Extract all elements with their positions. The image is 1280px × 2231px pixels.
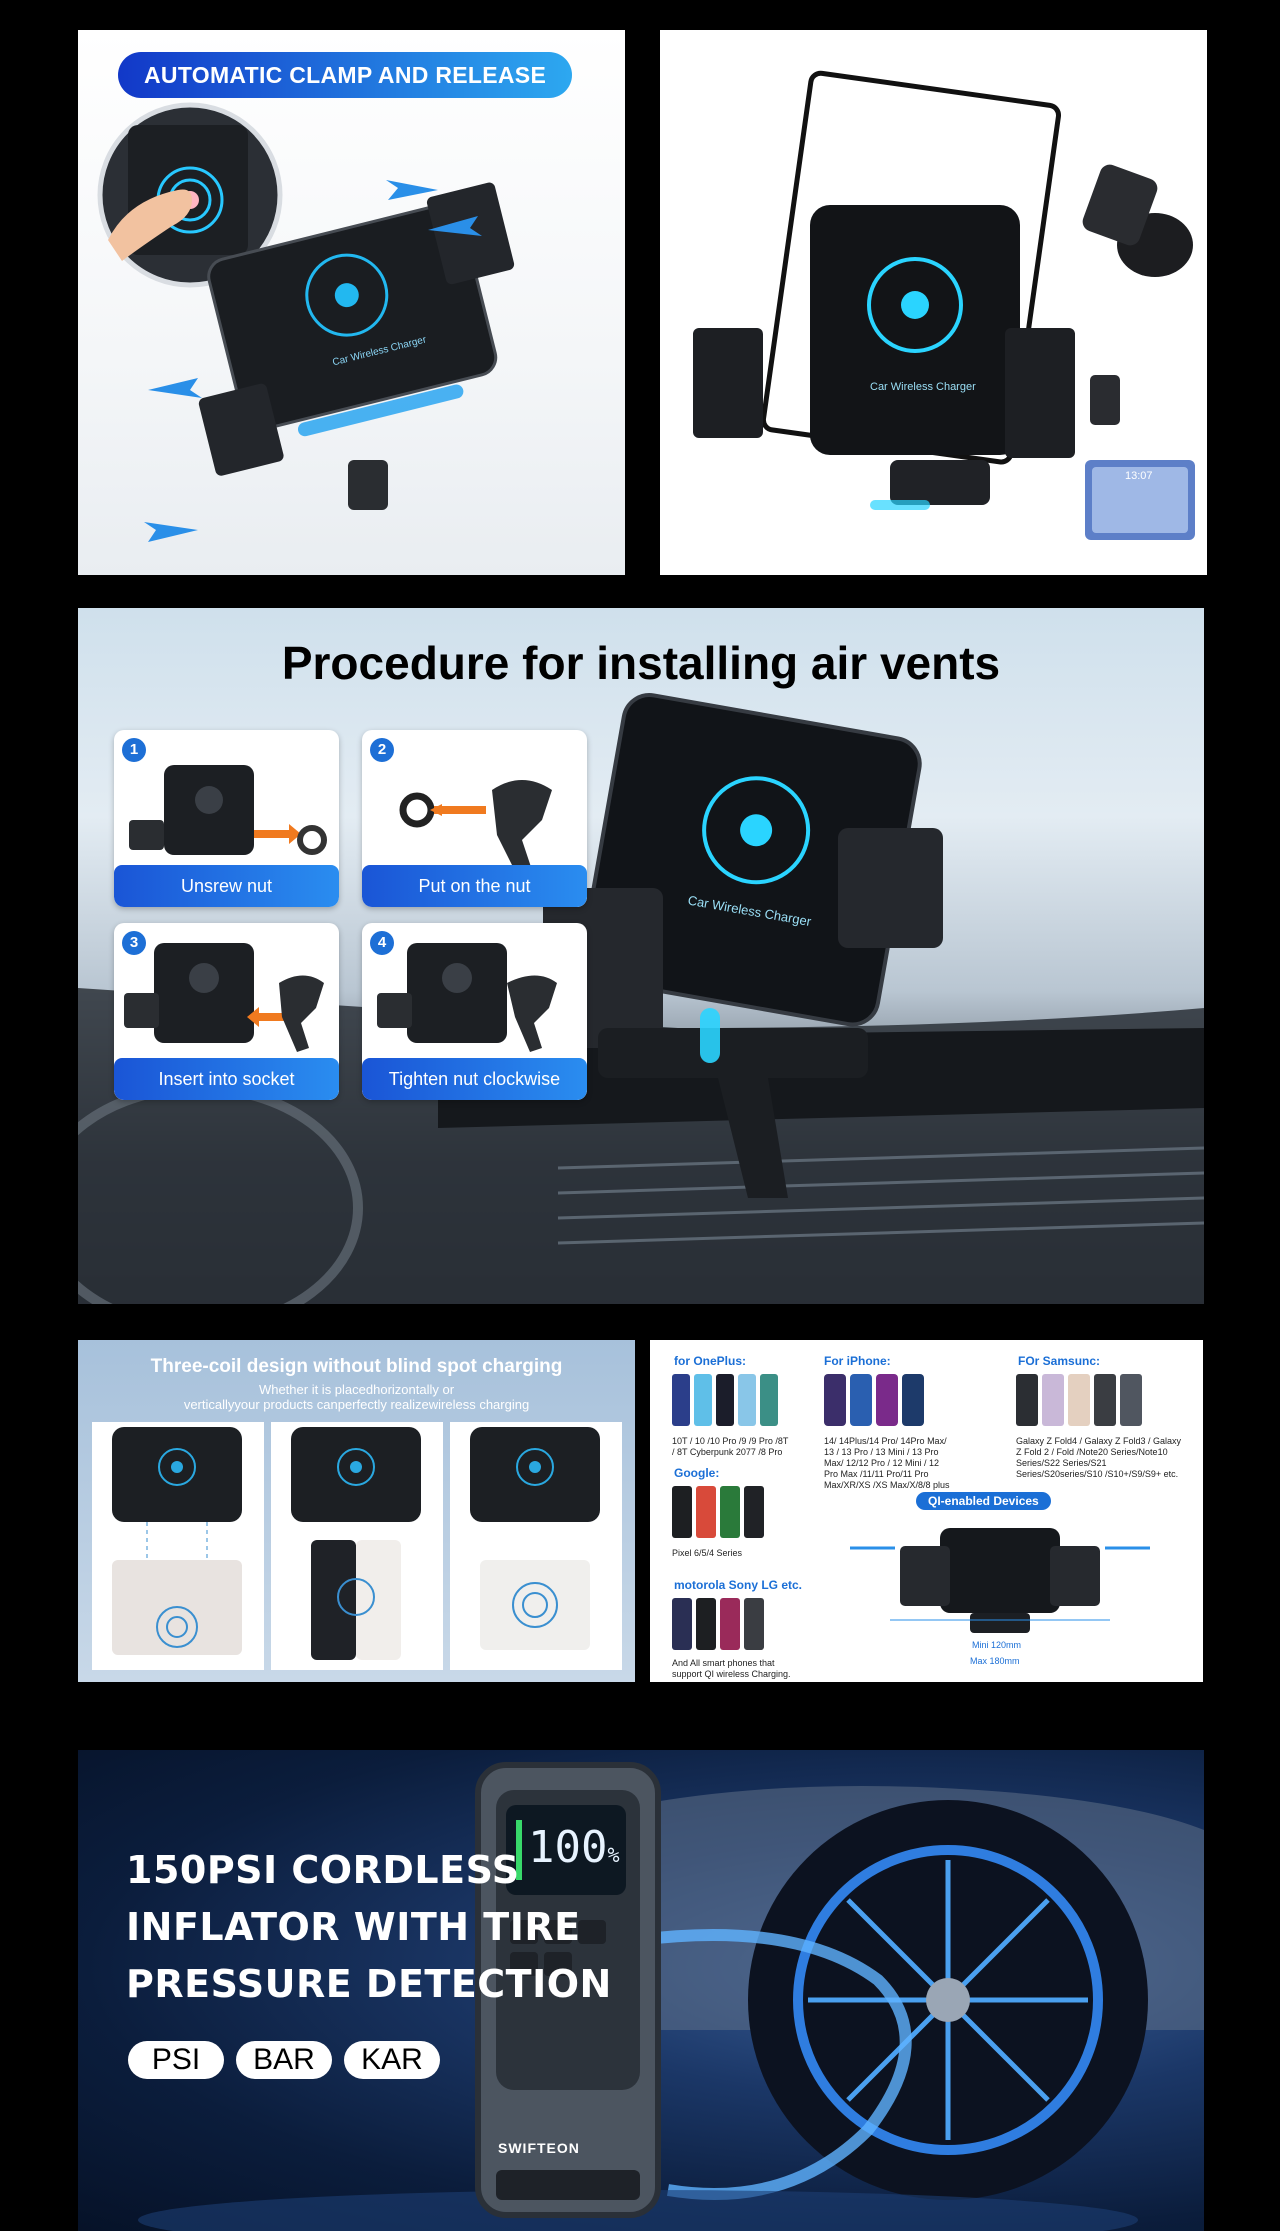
unit-kar: KAR bbox=[344, 2041, 440, 2079]
step-label-1: Unsrew nut bbox=[114, 865, 339, 907]
oneplus-models: 10T / 10 /10 Pro /9 /9 Pro /8T / 8T Cybe… bbox=[672, 1436, 789, 1457]
iphone-models: 14/ 14Plus/14 Pro/ 14Pro Max/ 13 / 13 Pr… bbox=[824, 1436, 950, 1490]
step-label-2: Put on the nut bbox=[362, 865, 587, 907]
other-phones-note: And All smart phones that support QI wir… bbox=[672, 1658, 791, 1680]
step-number-2: 2 bbox=[370, 738, 394, 762]
coil-card-2 bbox=[271, 1422, 443, 1670]
inflator-brand: SWIFTEON bbox=[498, 2140, 580, 2156]
air-vent-install-panel: Car Wireless Charger Procedure for insta… bbox=[78, 608, 1204, 1304]
three-coil-panel: Three-coil design without blind spot cha… bbox=[78, 1340, 635, 1682]
coil-phone-vertical bbox=[291, 1427, 421, 1660]
google-heading: Google: bbox=[674, 1466, 720, 1480]
samsung-models: Galaxy Z Fold4 / Galaxy Z Fold3 / Galaxy… bbox=[1016, 1436, 1182, 1479]
coil-phone-open bbox=[470, 1427, 600, 1650]
dashboard-background: Car Wireless Charger bbox=[78, 693, 1204, 1304]
step-label-3: Insert into socket bbox=[114, 1058, 339, 1100]
oneplus-phones-image bbox=[672, 1374, 778, 1426]
other-phones-image bbox=[672, 1598, 764, 1650]
google-phones-image bbox=[672, 1486, 764, 1538]
insert-socket-icon bbox=[124, 943, 324, 1052]
coil-phone-horizontal bbox=[112, 1427, 242, 1655]
unscrew-nut-icon bbox=[129, 765, 327, 855]
put-nut-icon bbox=[399, 780, 552, 870]
step-label-4: Tighten nut clockwise bbox=[362, 1058, 587, 1100]
unit-psi: PSI bbox=[128, 2041, 224, 2079]
three-coil-title: Three-coil design without blind spot cha… bbox=[150, 1356, 563, 1377]
compatible-devices-panel: for OnePlus: 10T / 10 /10 Pro /9 /9 Pro … bbox=[650, 1340, 1203, 1682]
mini-size: Mini 120mm bbox=[972, 1640, 1022, 1650]
coil-card-3 bbox=[450, 1422, 622, 1670]
clamp-release-panel: AUTOMATIC CLAMP AND RELEASE Car Wireless… bbox=[78, 30, 625, 575]
three-coil-subtitle: Whether it is placedhorizontally or vert… bbox=[78, 1382, 635, 1412]
inflator-panel: 100% SWIFTEON 150PSI CORDLESS INFLATOR W… bbox=[78, 1750, 1204, 2231]
step-card-3: 3 Insert into socket bbox=[114, 923, 339, 1100]
step-card-1: 1 Unsrew nut bbox=[114, 730, 339, 907]
fold-phone-panel: Car Wireless Charger 13:07 bbox=[660, 30, 1207, 575]
samsung-phones-image bbox=[1016, 1374, 1142, 1426]
oneplus-heading: for OnePlus: bbox=[674, 1354, 747, 1368]
mount-illustration: Car Wireless Charger bbox=[693, 70, 1195, 540]
inflator-headline: 150PSI CORDLESS INFLATOR WITH TIRE PRESS… bbox=[126, 1842, 612, 2013]
motorola-heading: motorola Sony LG etc. bbox=[674, 1578, 803, 1592]
charger-text-2: Car Wireless Charger bbox=[870, 381, 976, 393]
step-number-4: 4 bbox=[370, 931, 394, 955]
note-line-2: support QI wireless Charging. bbox=[672, 1669, 791, 1679]
subtitle-line-1: Whether it is placedhorizontally or bbox=[258, 1382, 455, 1397]
unit-bar: BAR bbox=[236, 2041, 332, 2079]
samsung-heading: FOr Samsunc: bbox=[1018, 1354, 1101, 1368]
inflator-display-value: 100% bbox=[528, 1822, 620, 1873]
qi-charger-image bbox=[850, 1528, 1150, 1633]
headline-line-2: INFLATOR WITH TIRE bbox=[126, 1905, 581, 1949]
headline-line-3: PRESSURE DETECTION bbox=[126, 1962, 612, 2006]
step-card-4: 4 Tighten nut clockwise bbox=[362, 923, 587, 1100]
clamp-illustration: Car Wireless Charger bbox=[97, 102, 515, 542]
google-models: Pixel 6/5/4 Series bbox=[672, 1548, 743, 1558]
iphone-phones-image bbox=[824, 1374, 924, 1426]
coil-card-1 bbox=[92, 1422, 264, 1670]
clamp-release-badge: AUTOMATIC CLAMP AND RELEASE bbox=[118, 52, 573, 98]
headline-line-1: 150PSI CORDLESS bbox=[126, 1848, 520, 1892]
display-unit: % bbox=[607, 1843, 620, 1867]
tablet-time: 13:07 bbox=[1125, 470, 1153, 482]
display-value: 100 bbox=[528, 1822, 608, 1873]
note-line-1: And All smart phones that bbox=[672, 1658, 775, 1668]
install-title: Procedure for installing air vents bbox=[281, 637, 1001, 689]
step-number-1: 1 bbox=[122, 738, 146, 762]
max-size: Max 180mm bbox=[970, 1656, 1020, 1666]
step-number-3: 3 bbox=[122, 931, 146, 955]
qi-enabled-badge: QI-enabled Devices bbox=[916, 1492, 1051, 1510]
inflator-scene bbox=[138, 1762, 1204, 2231]
iphone-heading: For iPhone: bbox=[824, 1354, 891, 1368]
tighten-nut-icon bbox=[377, 943, 557, 1052]
subtitle-line-2: verticallyyour products canperfectly rea… bbox=[183, 1397, 530, 1412]
step-card-2: 2 Put on the nut bbox=[362, 730, 587, 907]
